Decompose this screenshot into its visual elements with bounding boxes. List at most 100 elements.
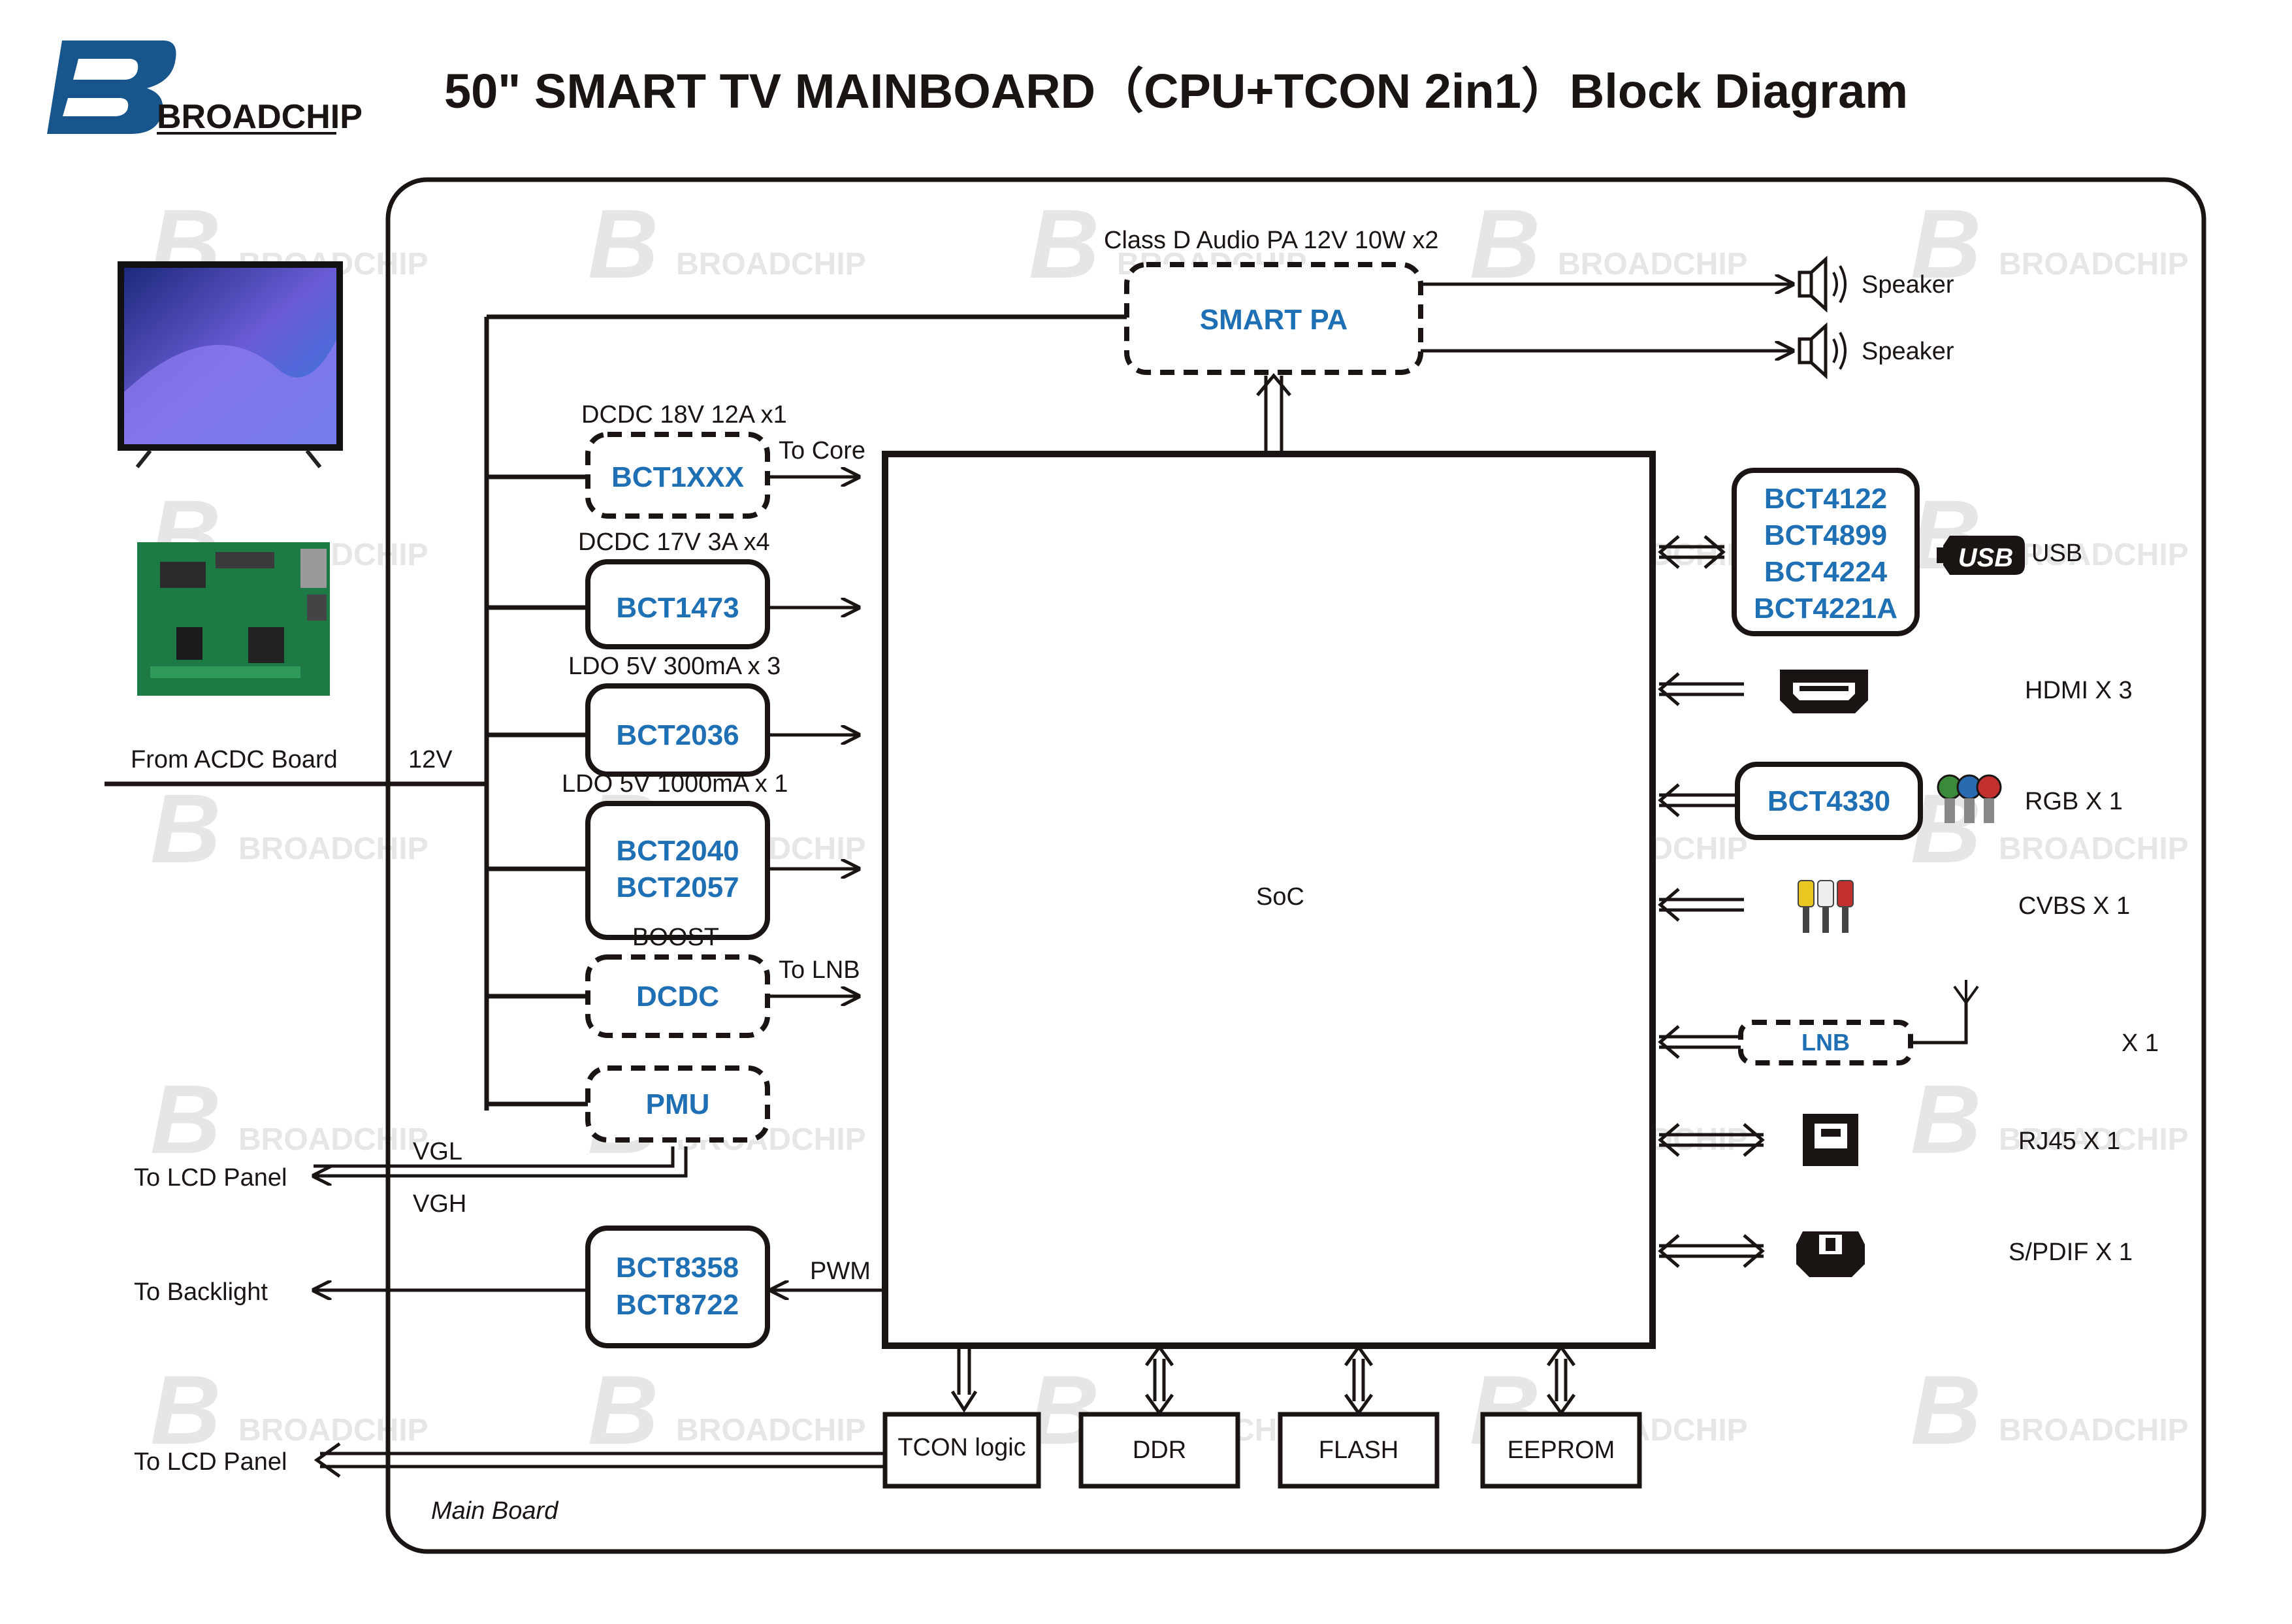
smart-pa-block (1124, 262, 1423, 375)
tcon-out-arrowhead (314, 1442, 341, 1478)
power-block-caption: DCDC 17V 3A x4 (578, 528, 770, 556)
interface-bus-arrow (1658, 888, 1744, 922)
antenna-feed-line (1911, 999, 1968, 1045)
svg-text:B: B (150, 1064, 221, 1174)
memory-bus-arrowheads (1344, 1344, 1374, 1416)
to-backlight-label: To Backlight (134, 1278, 268, 1306)
vgl-label: VGL (413, 1138, 462, 1165)
svg-text:B: B (1911, 189, 1981, 299)
power-voltage-label: 12V (408, 746, 453, 773)
svg-text:B: B (150, 1355, 221, 1465)
interface-bus-arrow (1658, 1123, 1765, 1157)
broadchip-logo: BROADCHIP (47, 41, 363, 136)
rgb-chip-block (1735, 762, 1923, 840)
memory-bus-arrowheads (1144, 1344, 1174, 1416)
power-block-4 (585, 801, 770, 940)
interface-chip-label: BCT4122 (1764, 483, 1887, 515)
power-block-caption: DCDC 18V 12A x1 (581, 401, 787, 429)
smart-pa-label: SMART PA (1200, 304, 1348, 336)
backlight-chip-1: BCT8358 (616, 1252, 739, 1284)
memory-block-4 (1480, 1412, 1642, 1489)
watermark-text: BROADCHIP (1999, 538, 2189, 572)
vgh-label: VGH (413, 1190, 466, 1218)
main-board-frame (385, 177, 2206, 1554)
interface-chip-label: BCT4330 (1767, 785, 1890, 817)
interface-bus-arrow (1658, 783, 1737, 817)
tv-image (118, 261, 343, 468)
power-block-caption: BOOST (632, 924, 719, 951)
power-block-caption: LDO 5V 300mA x 3 (568, 653, 781, 680)
interface-chip-label: BCT4224 (1764, 556, 1888, 588)
power-block-3 (585, 683, 770, 777)
audio-pa-caption: Class D Audio PA 12V 10W x2 (1104, 227, 1439, 254)
speaker-label-2: Speaker (1862, 338, 1954, 365)
soc-block (882, 451, 1656, 1349)
speaker-label-1: Speaker (1862, 271, 1954, 299)
power-chip-label: BCT1XXX (611, 461, 744, 493)
rca-connector-icon (1798, 880, 1854, 933)
spdif-port-icon (1796, 1231, 1865, 1277)
watermark-text: BROADCHIP (238, 832, 428, 866)
watermark-logo: B BROADCHIP (150, 1355, 428, 1465)
interface-bus-arrow (1658, 1234, 1765, 1268)
to-lcd-panel-label-pmu: To LCD Panel (134, 1164, 287, 1192)
memory-block-label: DDR (1133, 1437, 1186, 1464)
interface-chip-label: BCT4899 (1764, 519, 1887, 551)
logo-text: BROADCHIP (157, 98, 363, 136)
interface-label: RGB X 1 (2025, 788, 2123, 815)
watermark-text: BROADCHIP (1999, 1413, 2189, 1448)
rgb-connector-icon (1937, 774, 2002, 823)
watermark-text: BROADCHIP (238, 1413, 428, 1448)
usb-switch-block (1732, 468, 1920, 636)
memory-block-2 (1078, 1412, 1240, 1489)
power-chip-label: DCDC (636, 981, 719, 1013)
interface-chip-label: LNB (1801, 1029, 1850, 1056)
main-board-label: Main Board (431, 1497, 559, 1525)
watermark-text: BROADCHIP (676, 247, 866, 282)
watermark-text: BROADCHIP (1558, 247, 1748, 282)
power-output-label: To Core (779, 437, 865, 464)
watermark-logo: B BROADCHIP (1911, 189, 2189, 299)
watermark-text: BROADCHIP (1999, 247, 2189, 282)
interface-label: USB (2031, 540, 2082, 567)
interface-label: HDMI X 3 (2025, 677, 2133, 704)
soc-to-tcon-arrowhead (950, 1390, 978, 1413)
to-lcd-panel-label-tcon: To LCD Panel (134, 1448, 287, 1476)
power-output-label: To LNB (779, 956, 860, 984)
interface-chip-label: BCT4221A (1754, 593, 1897, 625)
power-block-2 (585, 559, 770, 649)
svg-text:B: B (150, 773, 221, 883)
memory-block-label: TCON logic (897, 1434, 1025, 1461)
hdmi-port-icon (1780, 670, 1868, 713)
watermark-text: BROADCHIP (1999, 832, 2189, 866)
watermark-text: BROADCHIP (676, 1413, 866, 1448)
svg-text:B: B (1470, 189, 1540, 299)
watermark-logo: B BROADCHIP (588, 1355, 866, 1465)
power-chip-label: BCT1473 (616, 592, 739, 624)
interface-bus-arrow (1658, 1025, 1741, 1059)
svg-text:B: B (1911, 1064, 1981, 1174)
memory-block-3 (1278, 1412, 1440, 1489)
soc-to-pa-arrowhead (1256, 373, 1291, 397)
watermark-logo: B BROADCHIP (1911, 1064, 2189, 1174)
mainboard-pcb-image (137, 542, 330, 696)
power-source-label: From ACDC Board (131, 746, 338, 773)
svg-text:USB: USB (1958, 544, 2013, 572)
speaker-icon-2 (1798, 322, 1847, 380)
watermark-text: BROADCHIP (1999, 1122, 2189, 1157)
backlight-driver-block (585, 1226, 770, 1348)
interface-label: S/PDIF X 1 (2009, 1239, 2133, 1266)
power-chip-label: BCT2057 (616, 871, 739, 903)
svg-text:B: B (588, 1355, 658, 1465)
speaker-icon-1 (1798, 255, 1847, 313)
pwm-label: PWM (810, 1258, 871, 1285)
svg-text:B: B (1029, 189, 1099, 299)
